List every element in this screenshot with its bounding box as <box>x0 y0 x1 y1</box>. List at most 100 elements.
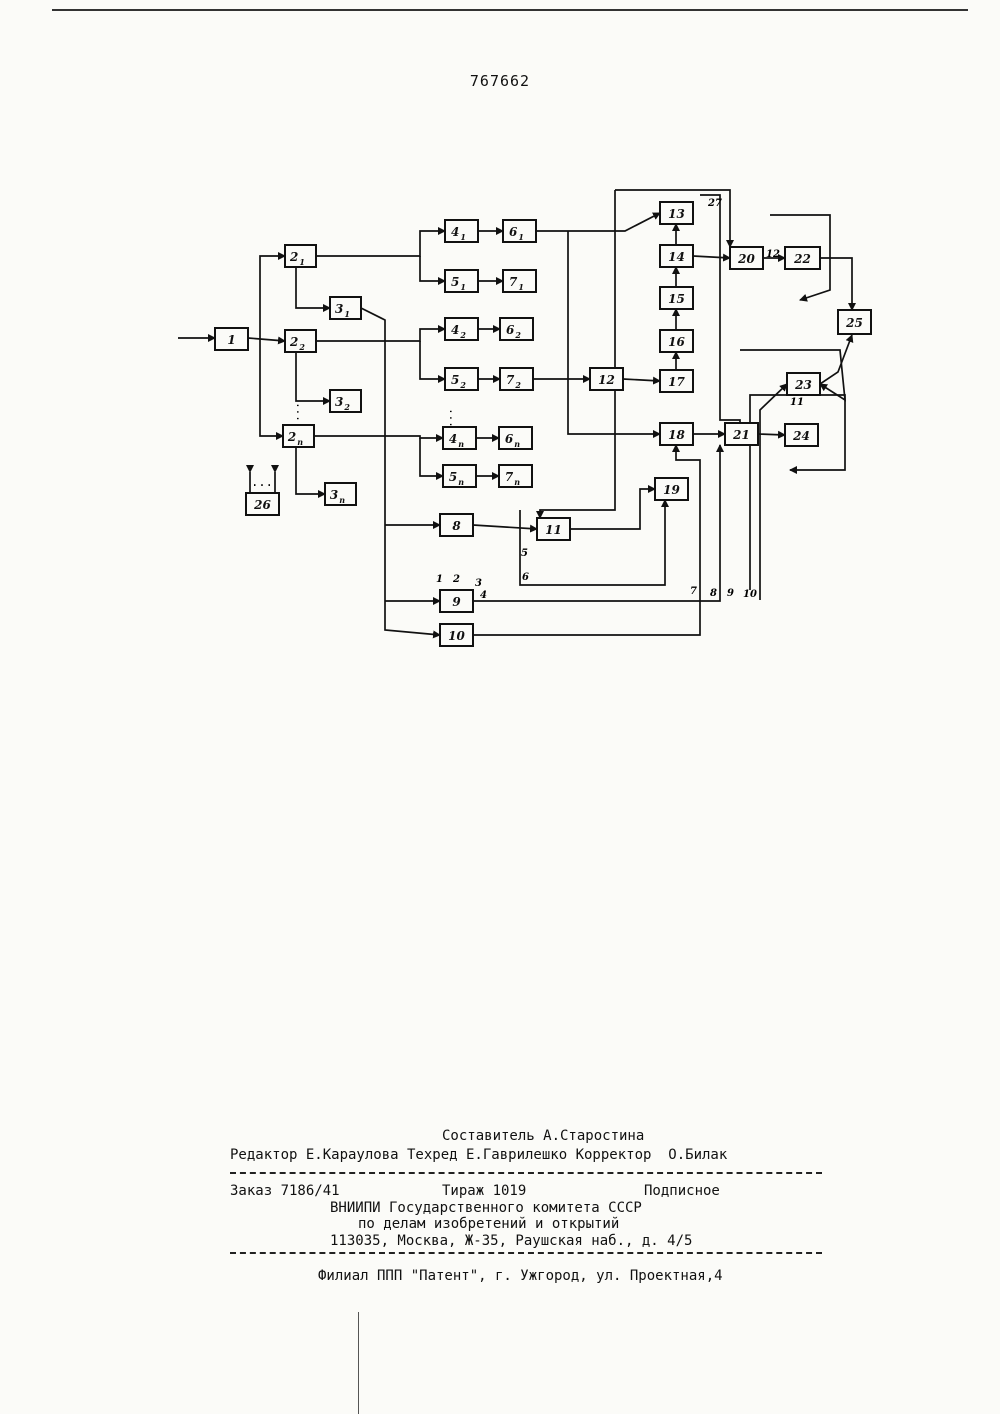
signal-line <box>623 379 660 381</box>
vertical-ellipsis: ... <box>447 408 460 428</box>
pin-label: 2 <box>452 574 460 585</box>
block-label: 15 <box>668 292 685 306</box>
block-label: 18 <box>668 428 685 442</box>
block-18: 18 <box>660 423 693 445</box>
signal-line <box>820 258 852 310</box>
pin-label: 3 <box>475 578 482 589</box>
imprint-subscription: Подписное <box>644 1183 720 1199</box>
signal-line <box>296 267 330 308</box>
signal-line <box>316 329 445 341</box>
block-4-1: 41 <box>445 220 478 242</box>
block-label: 22 <box>793 252 811 266</box>
block-25: 25 <box>838 310 871 334</box>
signal-line <box>260 256 285 341</box>
pin-label: 10 <box>743 589 757 600</box>
vertical-ellipsis: ... <box>294 402 307 422</box>
imprint-staff: Редактор Е.Караулова Техред Е.Гаврилешко… <box>230 1147 727 1163</box>
block-11: 11 <box>537 518 570 540</box>
signal-line <box>260 341 283 436</box>
pin-label: 7 <box>690 586 697 597</box>
pin-label: 11 <box>790 397 804 408</box>
block-label: 11 <box>545 523 562 537</box>
block-5-1: 51 <box>445 270 478 292</box>
pin-label: 12 <box>766 249 780 260</box>
block-label: 13 <box>668 207 685 221</box>
dashed-rule <box>230 1172 822 1174</box>
block-5-2: 52 <box>445 368 478 390</box>
signal-line <box>700 195 740 445</box>
signal-line <box>693 256 730 258</box>
block-3-2: 32 <box>330 390 361 412</box>
signal-line <box>570 489 655 529</box>
block-label: 1 <box>227 333 235 347</box>
block-5-n: 5n <box>443 465 476 487</box>
block-24: 24 <box>785 424 818 446</box>
signal-line <box>568 231 660 434</box>
signal-line <box>316 231 445 256</box>
pin-label: 9 <box>727 588 734 599</box>
imprint-order: Заказ 7186/41 <box>230 1183 340 1199</box>
signal-line <box>540 190 615 518</box>
block-label: 19 <box>663 483 680 497</box>
block-17: 17 <box>660 370 693 392</box>
signal-line <box>296 352 330 401</box>
signal-line <box>420 256 445 281</box>
block-14: 14 <box>660 245 693 267</box>
signal-line <box>420 341 445 379</box>
imprint-department: по делам изобретений и открытий <box>358 1216 619 1232</box>
block-4-2: 42 <box>445 318 478 340</box>
imprint-address: 113035, Москва, Ж-35, Раушская наб., д. … <box>330 1233 692 1249</box>
margin-line <box>358 1312 359 1414</box>
signal-line <box>536 213 660 231</box>
signal-line <box>296 447 325 494</box>
block-20: 20 <box>730 247 763 269</box>
imprint-branch: Филиал ППП "Патент", г. Ужгород, ул. Про… <box>318 1268 723 1284</box>
block-15: 15 <box>660 287 693 309</box>
antenna-ellipsis: ... <box>251 475 273 489</box>
signal-line <box>314 436 443 438</box>
signal-line <box>820 335 852 384</box>
block-1: 1 <box>215 328 248 350</box>
block-6-n: 6n <box>499 427 532 449</box>
imprint-organization: ВНИИПИ Государственного комитета СССР <box>330 1200 642 1216</box>
block-7-1: 71 <box>503 270 536 292</box>
block-2-n: 2n <box>283 425 314 447</box>
signal-line <box>420 438 443 476</box>
block-label: 17 <box>668 375 685 389</box>
imprint-circulation: Тираж 1019 <box>442 1183 526 1199</box>
pin-label: 5 <box>521 548 528 559</box>
block-2-1: 21 <box>285 245 316 267</box>
block-label: 24 <box>792 429 810 443</box>
block-label: 23 <box>794 378 812 392</box>
block-7-n: 7n <box>499 465 532 487</box>
block-26: 26 <box>246 493 279 515</box>
block-19: 19 <box>655 478 688 500</box>
block-label: 21 <box>732 428 750 442</box>
signal-line <box>473 525 537 529</box>
block-label: 16 <box>668 335 685 349</box>
block-3-1: 31 <box>330 297 361 319</box>
block-6-2: 62 <box>500 318 533 340</box>
dashed-rule <box>230 1252 822 1254</box>
block-8: 8 <box>440 514 473 536</box>
signal-line <box>361 308 440 635</box>
block-23: 23 <box>787 373 820 395</box>
signal-line <box>760 384 787 600</box>
block-16: 16 <box>660 330 693 352</box>
signal-line <box>248 338 285 341</box>
block-label: 26 <box>253 498 271 512</box>
block-label: 12 <box>598 373 615 387</box>
block-label: 14 <box>668 250 685 264</box>
block-diagram: 121222n31323n41424n51525n61626n71727n891… <box>0 0 1000 700</box>
block-label: 20 <box>737 252 755 266</box>
signal-line <box>520 500 665 585</box>
pin-label: 4 <box>480 590 487 601</box>
signal-line <box>758 434 785 435</box>
block-12: 12 <box>590 368 623 390</box>
block-label: 8 <box>452 519 461 533</box>
block-6-1: 61 <box>503 220 536 242</box>
block-2-2: 22 <box>285 330 316 352</box>
block-21: 21 <box>725 423 758 445</box>
block-label: 10 <box>448 629 465 643</box>
pin-label: 8 <box>710 588 717 599</box>
